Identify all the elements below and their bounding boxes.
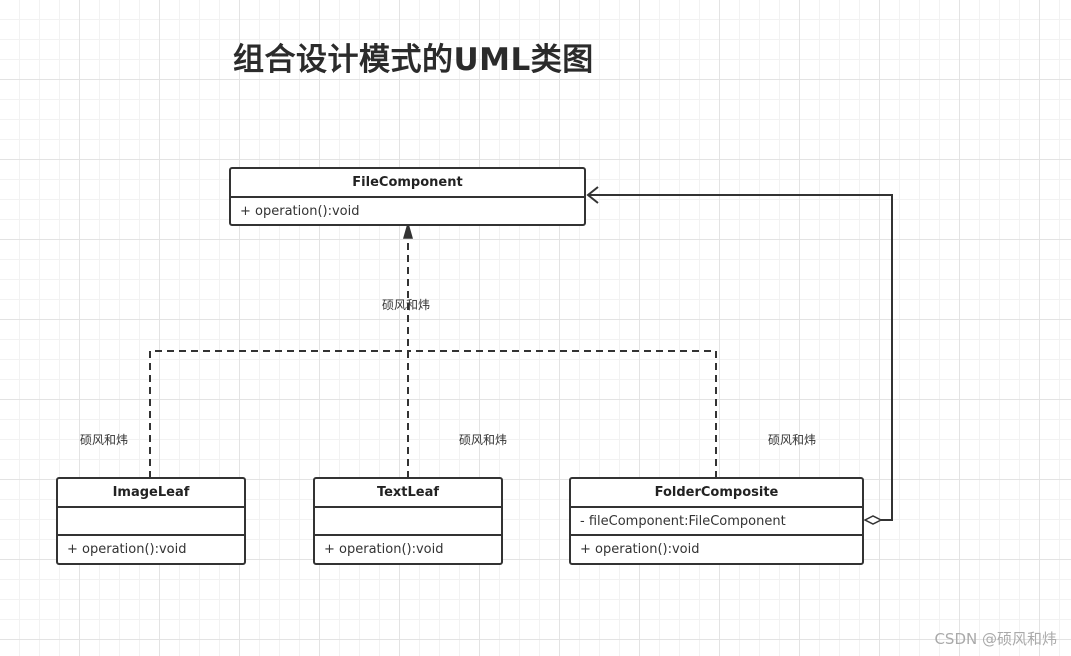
attributes-section — [58, 508, 244, 536]
method-item: + operation():void — [580, 542, 700, 557]
class-name: TextLeaf — [315, 479, 501, 508]
class-folder-composite[interactable]: FolderComposite - fileComponent:FileComp… — [569, 477, 864, 565]
method-item: + operation():void — [67, 542, 187, 557]
class-file-component[interactable]: FileComponent + operation():void — [229, 167, 586, 226]
attribute-item: - fileComponent:FileComponent — [571, 508, 862, 536]
edge-label-center: 硕风和炜 — [382, 298, 431, 312]
diagram-title: 组合设计模式的UML类图 — [233, 42, 594, 78]
realization-line-folder-composite — [408, 350, 717, 478]
class-name: FolderComposite — [571, 479, 862, 508]
class-name: FileComponent — [231, 169, 584, 198]
watermark-text: CSDN @硕风和炜 — [934, 630, 1057, 648]
method-item: + operation():void — [324, 542, 444, 557]
class-text-leaf[interactable]: TextLeaf + operation():void — [313, 477, 503, 565]
edge-label-text-leaf: 硕风和炜 — [459, 433, 508, 447]
edge-label-image-leaf: 硕风和炜 — [80, 433, 129, 447]
attributes-section — [315, 508, 501, 536]
aggregation-line — [588, 194, 893, 521]
method-item: + operation():void — [240, 204, 360, 219]
realization-arrowhead — [403, 221, 413, 239]
aggregation-diamond — [863, 515, 883, 525]
realization-line-image-leaf — [149, 350, 408, 478]
aggregation-arrowhead — [586, 186, 599, 204]
class-image-leaf[interactable]: ImageLeaf + operation():void — [56, 477, 246, 565]
edge-label-folder-composite: 硕风和炜 — [768, 433, 817, 447]
class-name: ImageLeaf — [58, 479, 244, 508]
